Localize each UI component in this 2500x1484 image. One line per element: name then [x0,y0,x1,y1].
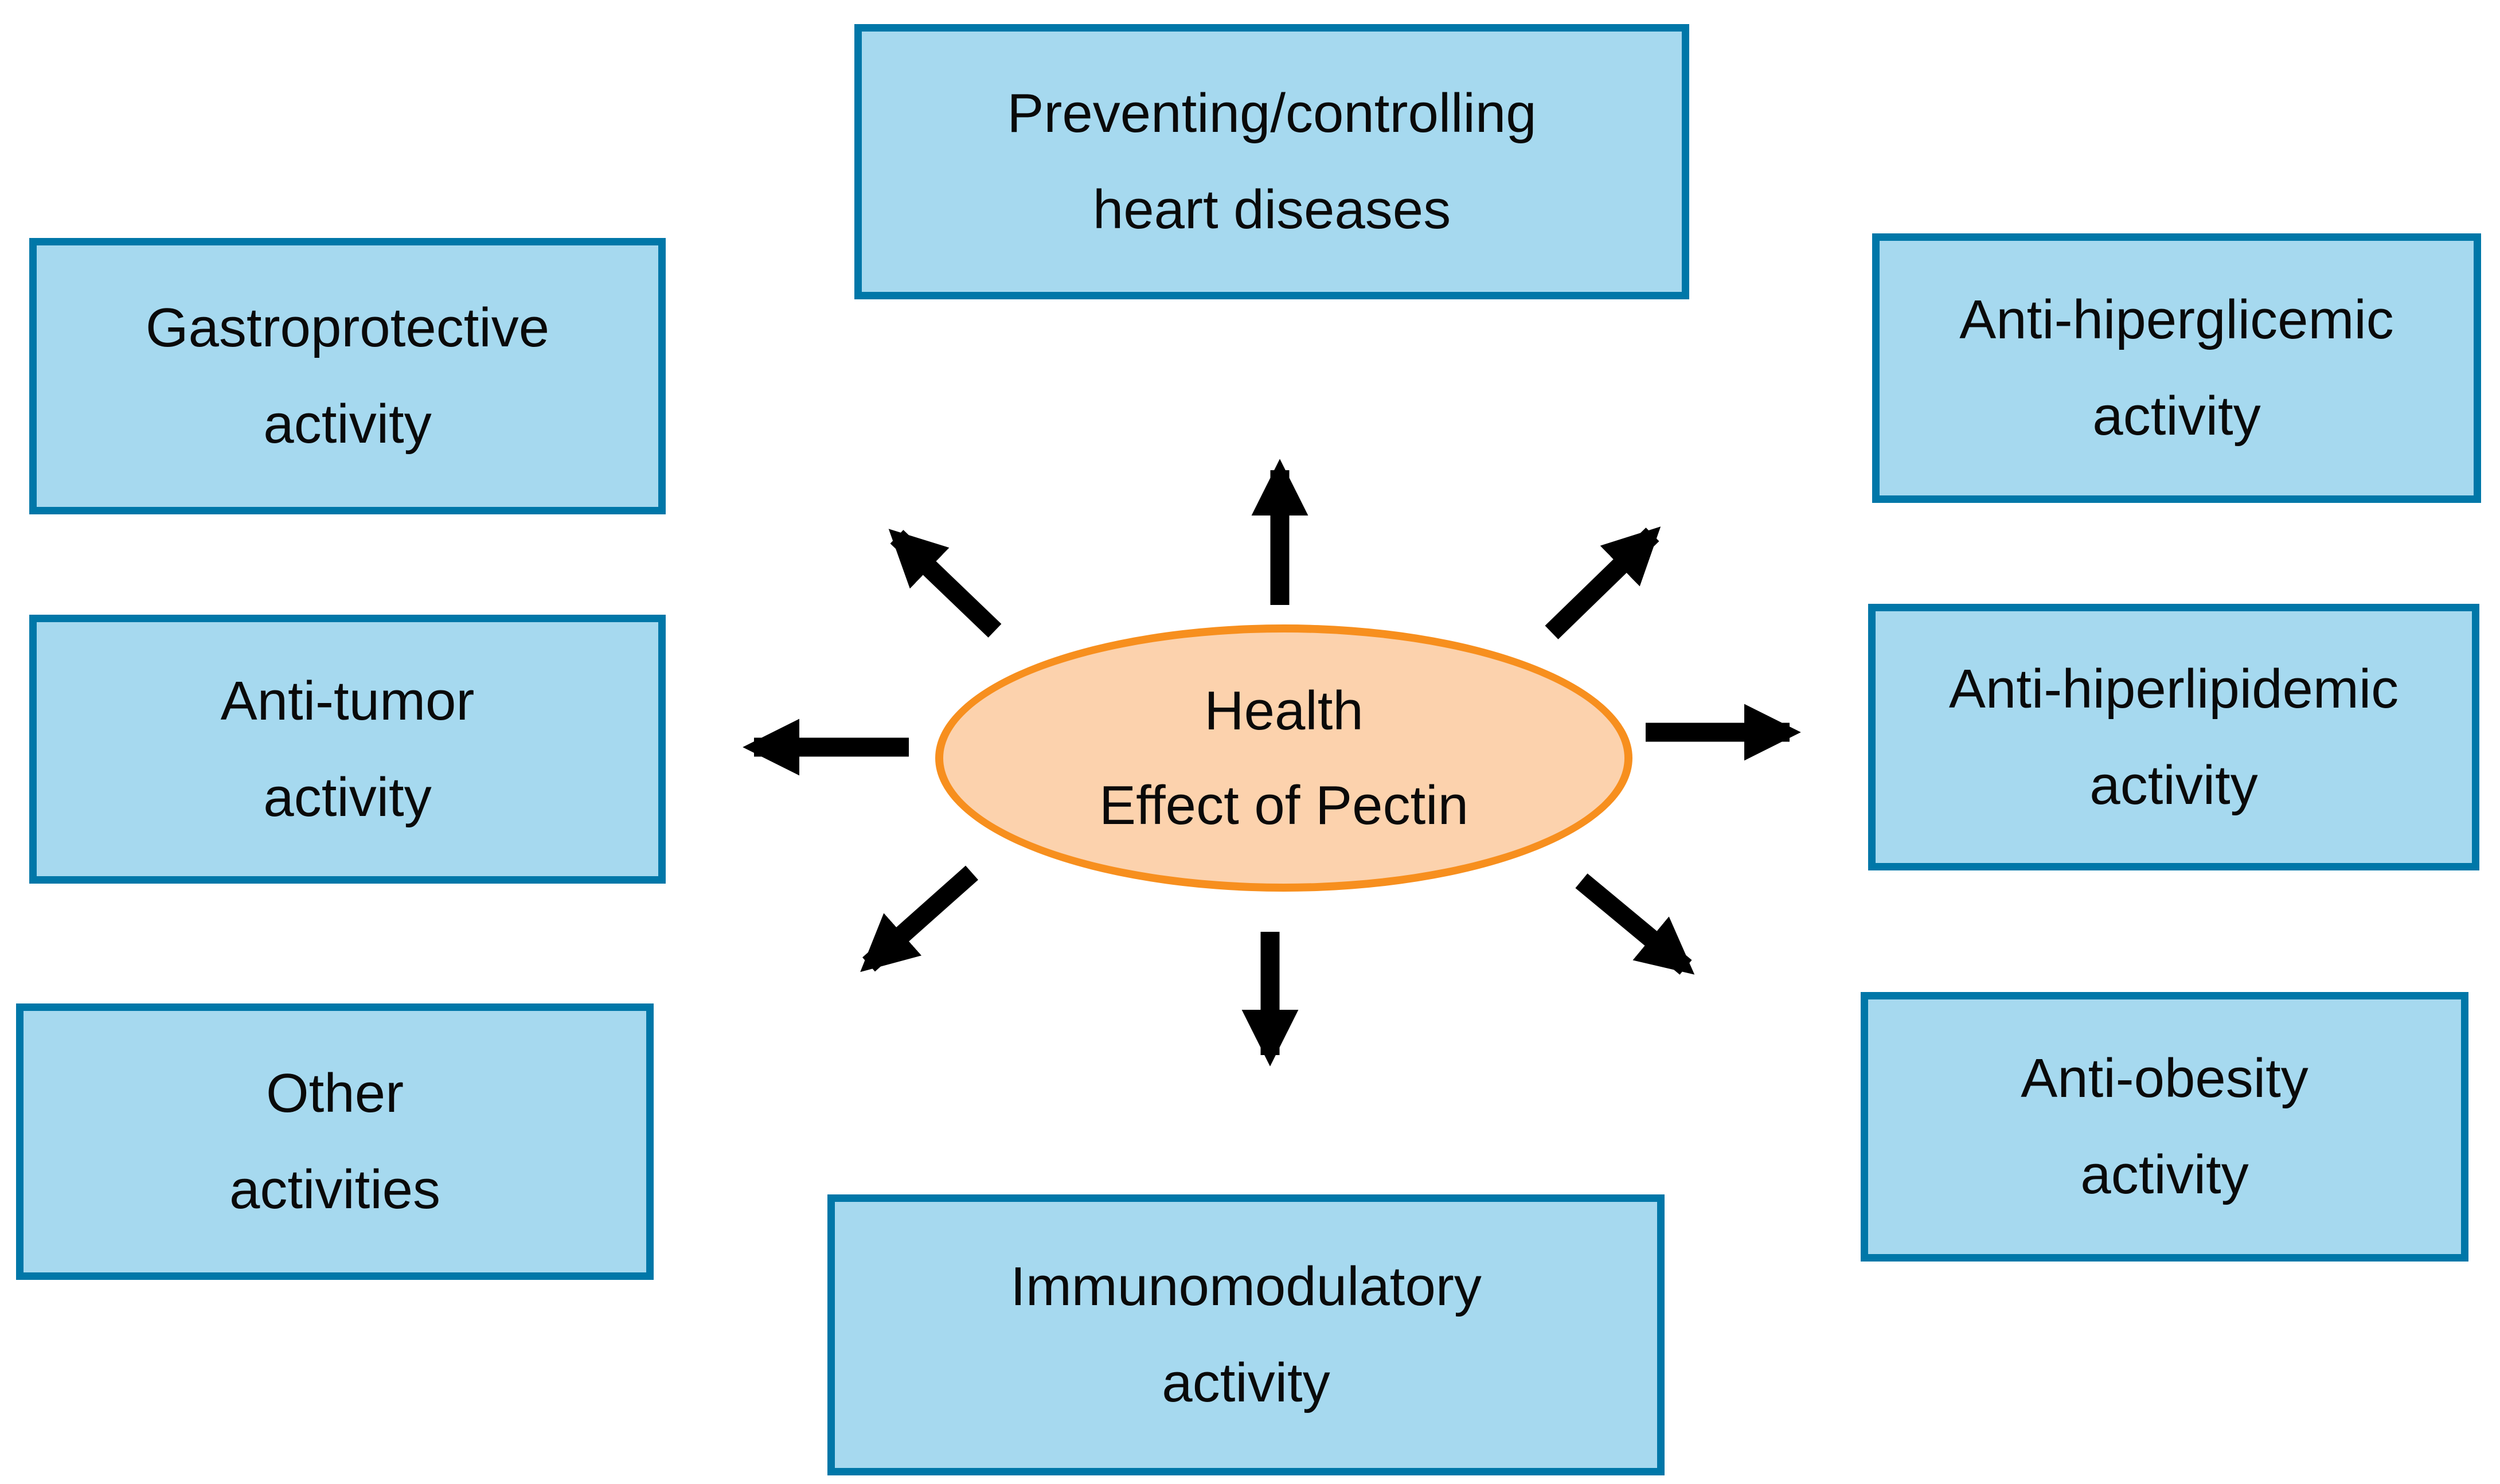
node-label: activity [263,393,432,455]
center-ellipse-health-effect-of-pectin: Health Effect of Pectin [935,624,1632,892]
node-label: Anti-hiperglicemic [1959,289,2394,350]
node-label: Anti-tumor [220,670,475,732]
node-label: activity [263,766,432,828]
arrow-upper-left [888,529,1002,638]
node-label: activity [2080,1144,2249,1205]
arrow-lower-left [860,865,978,973]
node-box-anti-hiperlipidemic: Anti-hiperlipidemic activity [1868,604,2479,870]
node-label: Anti-obesity [2021,1048,2308,1109]
node-box-anti-obesity: Anti-obesity activity [1861,992,2468,1262]
arrow-upper-right [1545,526,1661,639]
node-label: heart diseases [1092,179,1451,240]
node-box-immunomodulatory: Immunomodulatory activity [827,1194,1665,1475]
center-label: Health [1204,679,1364,741]
node-label: Other [265,1063,404,1124]
node-label: activities [229,1159,441,1220]
center-label: Effect of Pectin [1099,775,1468,836]
node-box-anti-tumor: Anti-tumor activity [29,615,666,884]
node-label: activity [2089,754,2258,816]
node-box-other-activities: Other activities [16,1003,654,1280]
arrow-lower-right [1575,873,1695,975]
node-label: activity [2092,385,2261,447]
node-box-anti-hiperglicemic: Anti-hiperglicemic activity [1872,233,2481,503]
node-label: Preventing/controlling [1007,83,1537,144]
node-label: Anti-hiperlipidemic [1948,658,2399,720]
node-box-gastroprotective: Gastroprotective activity [29,238,666,514]
node-label: activity [1162,1352,1330,1413]
node-box-heart-diseases: Preventing/controlling heart diseases [854,24,1689,299]
node-label: Immunomodulatory [1010,1256,1482,1317]
node-label: Gastroprotective [145,297,550,358]
